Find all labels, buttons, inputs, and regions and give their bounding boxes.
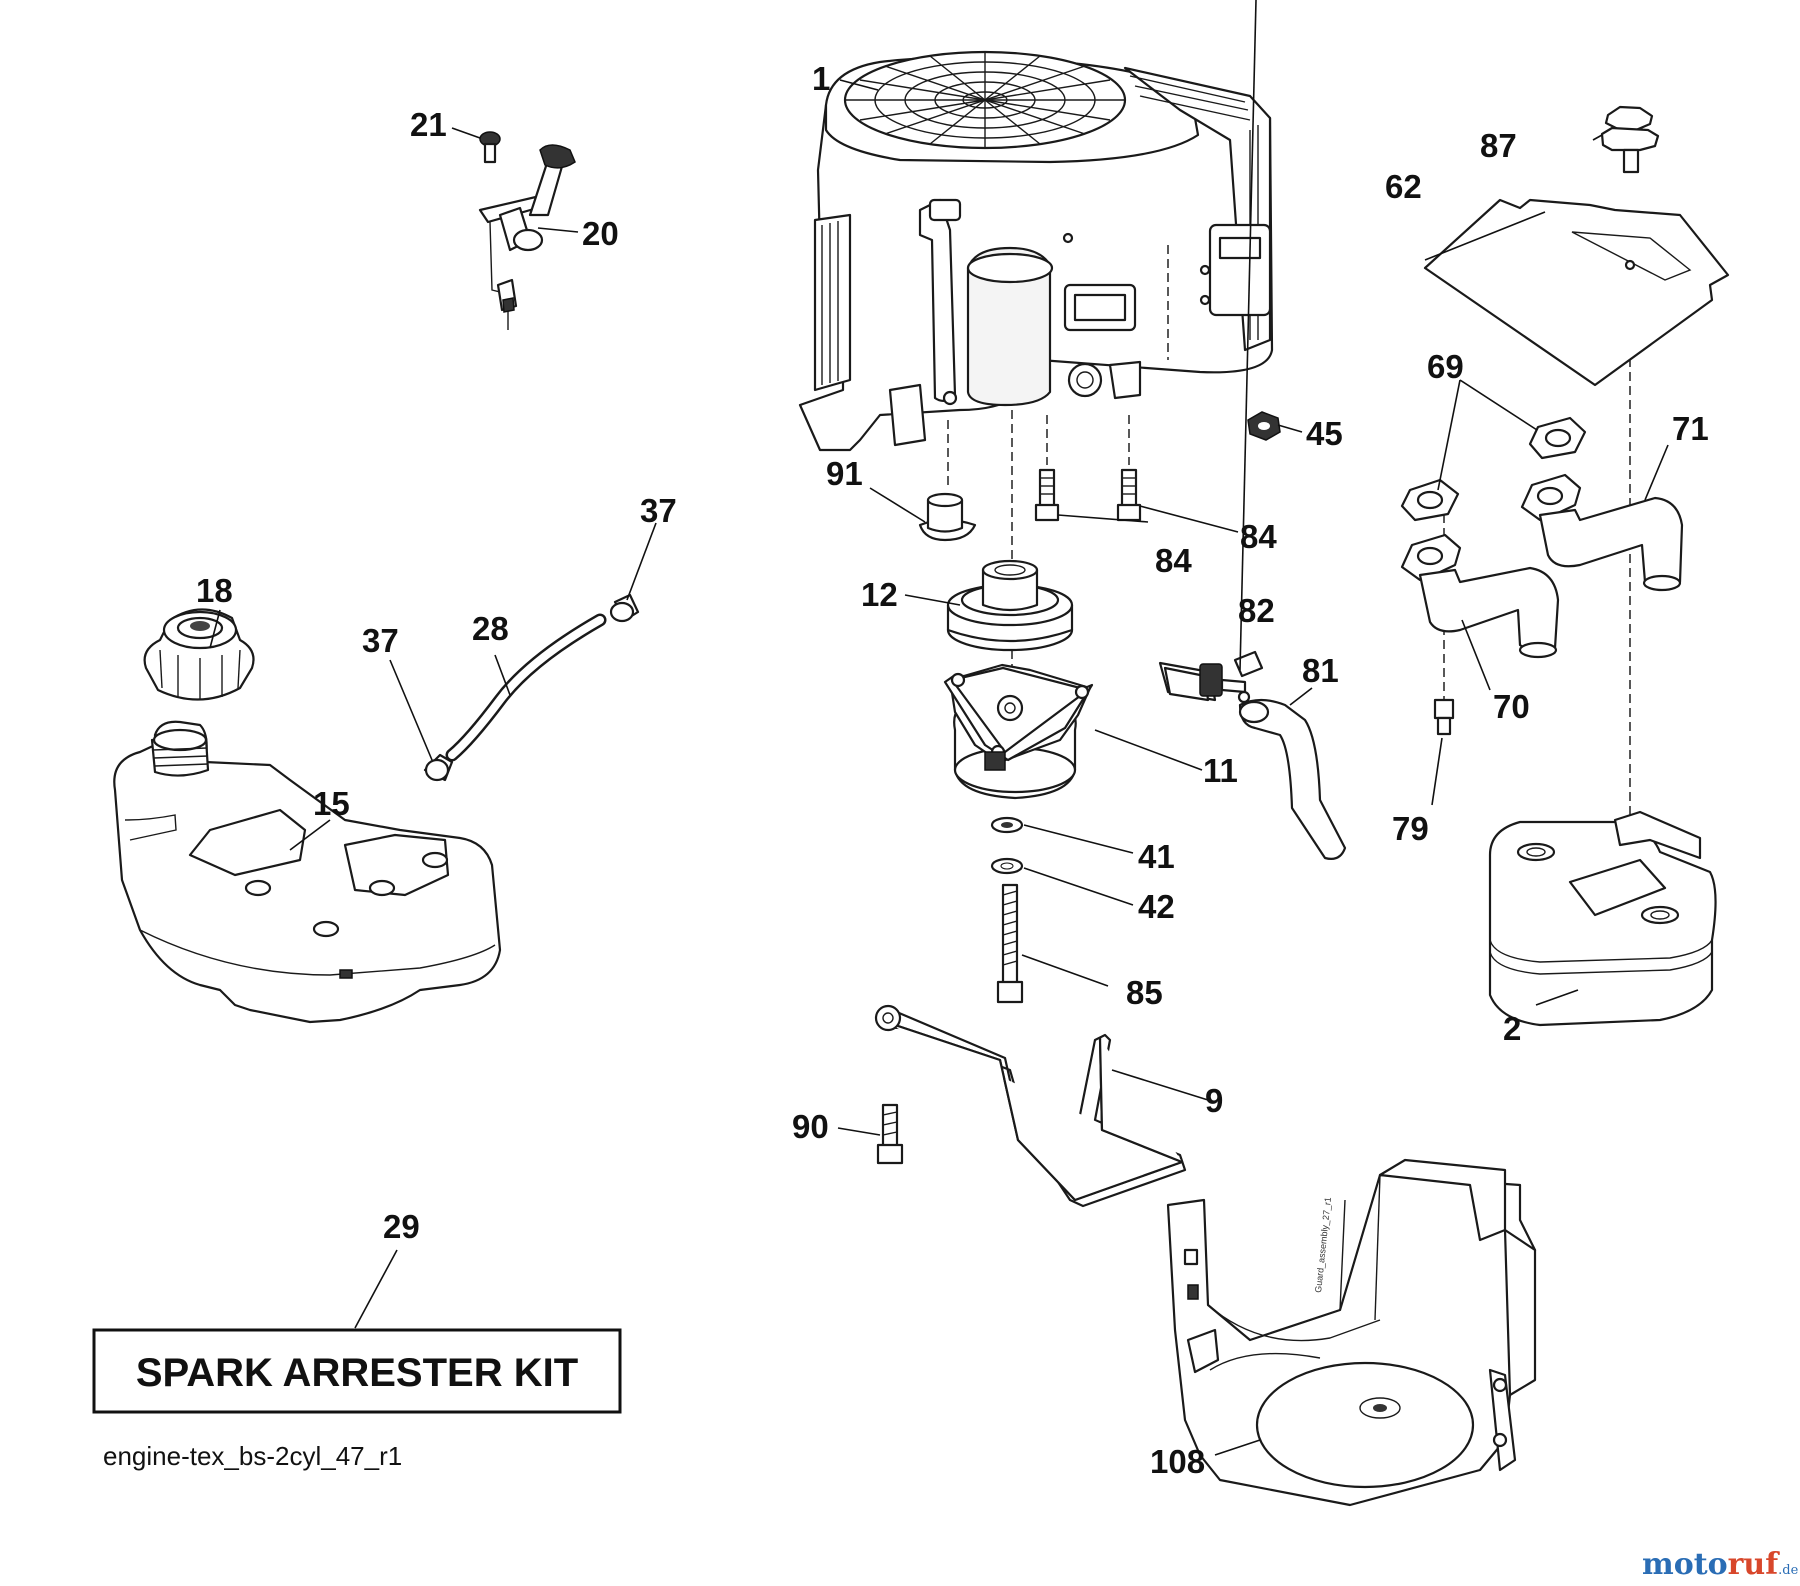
pulley-part-12 xyxy=(946,559,1074,652)
fuel-tank-part-15 xyxy=(113,720,502,1024)
callout-29: 29 xyxy=(383,1208,420,1245)
spark-arrester-kit-box: SPARK ARRESTER KIT xyxy=(92,1328,622,1414)
watermark-suffix: .de xyxy=(1778,1563,1798,1578)
valve-part-82 xyxy=(1158,650,1264,704)
exhaust-pipe-part-71 xyxy=(1520,473,1684,592)
callout-90: 90 xyxy=(792,1108,829,1145)
bolt-part-87 xyxy=(1600,105,1660,174)
nut-part-45 xyxy=(1247,411,1281,441)
guard-ref-text: Guard_assembly_27_r1 xyxy=(1313,1197,1333,1294)
callout-71: 71 xyxy=(1672,410,1709,447)
callout-1: 1 xyxy=(812,60,830,97)
watermark-logo: motoruf.de xyxy=(1642,1547,1799,1582)
callout-45: 45 xyxy=(1306,415,1343,452)
callout-37-lower: 37 xyxy=(362,622,399,659)
watermark-part-b: ruf xyxy=(1728,1547,1781,1582)
spark-arrester-kit-label: SPARK ARRESTER KIT xyxy=(136,1351,578,1395)
callout-11: 11 xyxy=(1203,752,1238,789)
bolt-part-90 xyxy=(876,1103,904,1165)
muffler-part-2 xyxy=(1488,810,1717,1027)
exhaust-pipe-part-70 xyxy=(1400,533,1560,659)
fuel-cap-part-18 xyxy=(143,608,255,701)
bracket-part-9 xyxy=(874,1004,1187,1208)
callout-70: 70 xyxy=(1493,688,1530,725)
fuel-line-part-28 xyxy=(445,613,607,762)
svg-text:motoruf.de: motoruf.de xyxy=(1642,1547,1799,1582)
washer-part-41 xyxy=(990,816,1024,834)
callout-84-left: 84 xyxy=(1155,542,1192,579)
bolt-part-21 xyxy=(479,131,501,164)
callout-20: 20 xyxy=(582,215,619,252)
diagram-ref-text: engine-tex_bs-2cyl_47_r1 xyxy=(103,1441,402,1471)
hose-clamp-part-37-upper xyxy=(609,593,640,623)
callout-84-right: 84 xyxy=(1240,518,1277,555)
bushing-part-91 xyxy=(918,492,977,542)
callout-15: 15 xyxy=(313,785,350,822)
callout-28: 28 xyxy=(472,610,509,647)
callout-21: 21 xyxy=(410,106,447,143)
callout-12: 12 xyxy=(861,576,898,613)
clutch-part-11 xyxy=(943,663,1094,800)
washer-part-42 xyxy=(990,857,1024,875)
callout-2: 2 xyxy=(1503,1010,1521,1047)
callout-91: 91 xyxy=(826,455,863,492)
callout-81: 81 xyxy=(1302,652,1339,689)
throttle-lever-part-20 xyxy=(478,144,576,330)
engine-part-1 xyxy=(798,50,1274,452)
callout-69: 69 xyxy=(1427,348,1464,385)
bolt-part-84-right xyxy=(1116,468,1142,522)
callout-87: 87 xyxy=(1480,127,1517,164)
callout-41: 41 xyxy=(1138,838,1175,875)
bolt-part-84-left xyxy=(1034,468,1060,522)
watermark-part-a: moto xyxy=(1642,1547,1728,1582)
callout-79: 79 xyxy=(1392,810,1429,847)
callout-108: 108 xyxy=(1150,1443,1205,1480)
hose-part-81 xyxy=(1238,698,1347,860)
callouts: 1 2 9 11 12 15 18 20 21 28 29 37 37 41 4… xyxy=(196,60,1709,1480)
callout-62: 62 xyxy=(1385,168,1422,205)
callout-42: 42 xyxy=(1138,888,1175,925)
leader-lines xyxy=(209,0,1669,1456)
callout-18: 18 xyxy=(196,572,233,609)
heat-shield-part-62 xyxy=(1423,198,1730,387)
callout-85: 85 xyxy=(1126,974,1163,1011)
callout-82: 82 xyxy=(1238,592,1275,629)
callout-9: 9 xyxy=(1205,1082,1223,1119)
bolt-part-85 xyxy=(996,883,1024,1004)
hose-clamp-part-37-lower xyxy=(423,753,454,782)
callout-37-upper: 37 xyxy=(640,492,677,529)
bolt-part-79 xyxy=(1433,698,1455,736)
guard-part-108: Guard_assembly_27_r1 xyxy=(1166,1158,1537,1507)
